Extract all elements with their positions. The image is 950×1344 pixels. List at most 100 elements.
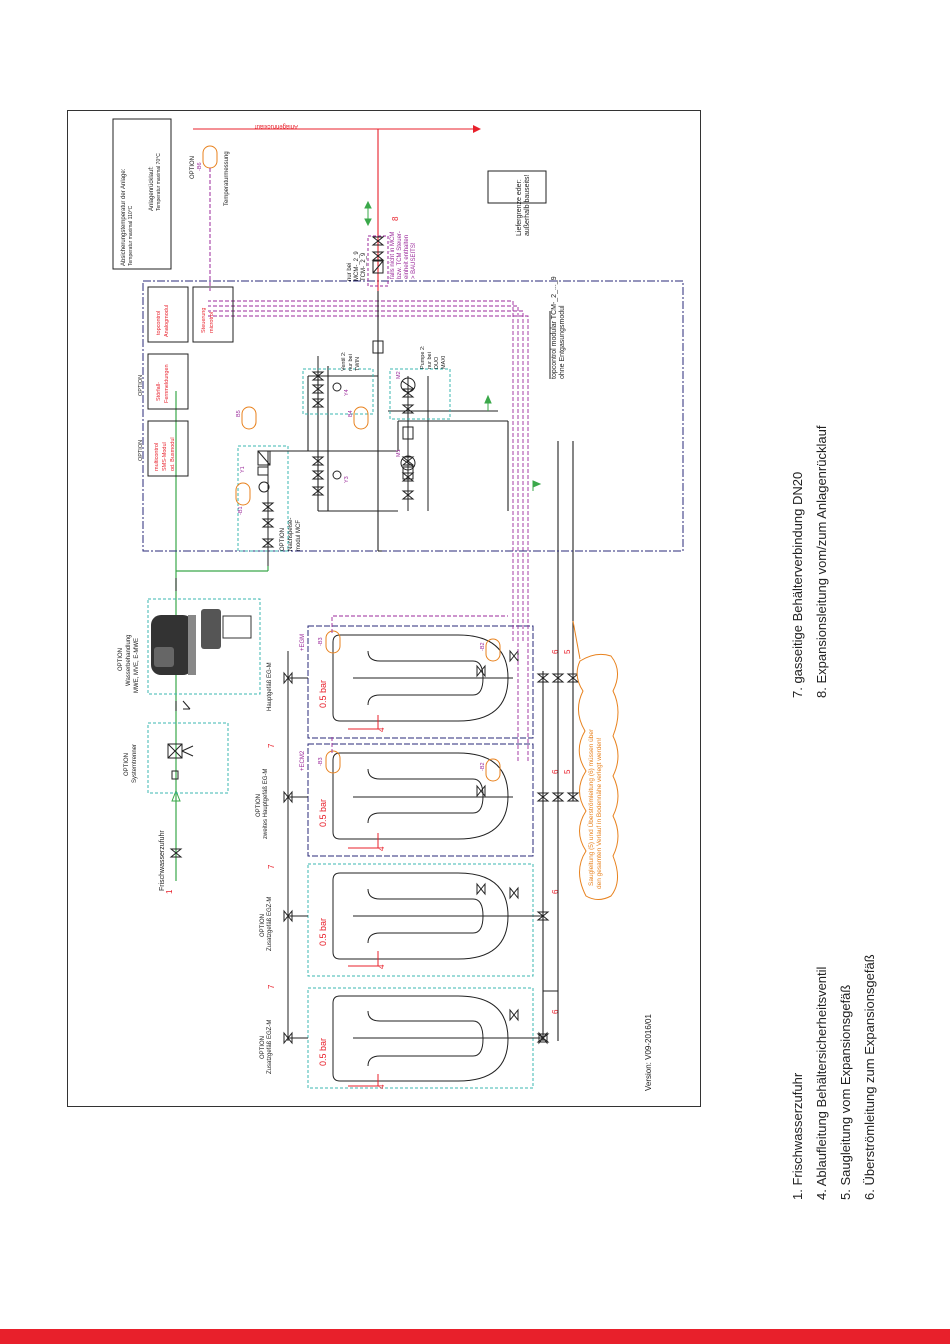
pump2-label: Pumpe 2: nur bei DUO MAXI [420, 345, 447, 369]
legend-item-5: 5. Saugleitung vom Expansionsgefäß [838, 985, 853, 1200]
svg-text:-B2: -B2 [480, 642, 486, 651]
valve2-label: Ventil 2: nur bei TWIN [341, 351, 361, 371]
svg-text:topcontrol: topcontrol [156, 311, 162, 335]
pressure-label-1: 0.5 bar [318, 1038, 328, 1066]
svg-text:MCM-_2_9: MCM-_2_9 [354, 251, 360, 281]
safety-temp-text: Absicherungstemperatur der Anlage: Tempe… [121, 153, 162, 266]
line-number-7a: 7 [267, 984, 276, 989]
pump2-box [389, 368, 451, 420]
line-number-6a: 6 [551, 1009, 560, 1014]
water-treatment-option: OPTION [118, 648, 124, 671]
vessel-2-name: Zusatzgefäß EGZ-M [267, 897, 273, 951]
svg-text:bzw. TCM Steuer-: bzw. TCM Steuer- [397, 231, 403, 279]
svg-text:Temperatur maximal 70°C: Temperatur maximal 70°C [156, 153, 162, 211]
svg-text:Störfall-: Störfall- [156, 382, 162, 401]
sensor-cables [208, 300, 529, 761]
svg-text:Ventil 2:: Ventil 2: [341, 351, 347, 371]
svg-text:OPTION: OPTION [190, 156, 196, 179]
legend-item-6: 6. Überströmleitung zum Expansionsgefäß [862, 954, 877, 1200]
svg-text:Analogmodul: Analogmodul [164, 305, 170, 337]
legend-item-8: 8. Expansionsleitung vom/zum Anlagenrück… [814, 425, 829, 698]
svg-text:TWIN: TWIN [355, 357, 361, 371]
vessel-3-option: OPTION [256, 794, 262, 817]
bottom-brand-bar [0, 1329, 950, 1344]
system-separator-option: OPTION [124, 753, 130, 776]
svg-text:> BAUSEITS!: > BAUSEITS! [411, 242, 417, 279]
control-microtrol: Steuerung microtrol [192, 286, 234, 343]
pump-m2-label: M2 [396, 371, 402, 379]
vessel-egz-2 [288, 863, 543, 977]
return-line [193, 128, 473, 291]
topcontrol-module-label: topcontrol modular TCM-_2_..._9 ohne Ent… [551, 276, 566, 379]
mcm-note-bauseits: falls nicht in MCM bzw. TCM Steuer- einh… [390, 231, 417, 279]
legend-item-4: 4. Ablaufleitung Behältersicherheitsvent… [814, 966, 829, 1200]
svg-text:Temperaturmessung: Temperaturmessung [224, 151, 230, 206]
svg-text:Pumpe 2:: Pumpe 2: [420, 345, 426, 369]
sensor-b4: B4 [348, 406, 369, 430]
line-number-5a: 5 [563, 769, 572, 774]
svg-text:den gesamten Verlauf in Bodenn: den gesamten Verlauf in Bodennähe verleg… [596, 737, 603, 889]
svg-text:od. Busmodul: od. Busmodul [170, 437, 176, 471]
hydraulic-schematic: Frischwasserzufuhr 1 OPTION Systemtrenne… [112, 118, 684, 1091]
line-number-6b: 6 [551, 889, 560, 894]
svg-text:SMS-Modul: SMS-Modul [162, 442, 168, 471]
sensor-b1: -B1 [235, 482, 251, 515]
vessel-2-option: OPTION [260, 914, 266, 937]
topcontrol-module-box [142, 280, 684, 552]
svg-text:-B2: -B2 [480, 762, 486, 771]
sensor-b2-vessel3: -B2 [480, 758, 501, 782]
green-flow-arrow [171, 789, 181, 802]
svg-text:-B3: -B3 [318, 757, 324, 766]
module-pipes [307, 291, 509, 552]
line-number-7b: 7 [267, 864, 276, 869]
line-number-6d: 6 [551, 649, 560, 654]
pressure-label-3: 0.5 bar [318, 799, 328, 827]
svg-text:falls nicht in MCM: falls nicht in MCM [390, 232, 396, 279]
line-number-8: 8 [391, 216, 400, 221]
water-treatment-line2: MWE, MVE, E-MWE [134, 638, 140, 693]
svg-text:multicontrol: multicontrol [154, 443, 160, 471]
delivery-limit-line1: Liefergrenze eder: [516, 179, 523, 236]
line-number-1: 1 [165, 889, 174, 894]
svg-text:Absicherungstemperatur der Anl: Absicherungstemperatur der Anlage: [121, 168, 127, 266]
refill-module-line1: Nachspeise- [288, 518, 294, 551]
suction-overflow-lines [542, 441, 574, 1041]
svg-text:MAXI: MAXI [441, 355, 447, 369]
vessel-3-name: zweites Hauptgefäß EG-M [263, 769, 269, 839]
line-number-5b: 5 [563, 649, 572, 654]
refill-module-box [237, 445, 289, 552]
system-separator-name: Systemtrenner [132, 744, 138, 783]
sensor-b2-vessel4: -B2 [480, 638, 501, 662]
pump-m1-label: M1 [396, 449, 402, 457]
egm-tag: +EGM [300, 634, 306, 651]
line-number-4c: 4 [377, 846, 386, 851]
svg-text:B5: B5 [236, 410, 242, 417]
refill-module-option: OPTION [280, 528, 286, 551]
refill-module-line2: modul MCF [296, 520, 302, 551]
svg-text:nur bei: nur bei [348, 354, 354, 371]
sensor-b3-vessel4: -B3 [318, 630, 341, 654]
sensor-b3-vessel3: -B3 [318, 750, 341, 774]
water-treatment-line1: Wasserbehandlung [126, 635, 132, 686]
safety-temp-box [112, 118, 172, 270]
return-arrow [473, 125, 481, 133]
svg-text:microtrol: microtrol [209, 312, 215, 333]
svg-text:ohne Entgasungsmodul: ohne Entgasungsmodul [559, 305, 566, 379]
svg-text:TCM-_2_9: TCM-_2_9 [361, 252, 367, 281]
green-updown-arrow [364, 200, 372, 227]
svg-text:einheit enthalten: einheit enthalten [404, 235, 410, 279]
return-label: Anlagenrücklauf [255, 123, 298, 129]
egm2-tag: +ECM2 [300, 750, 306, 771]
svg-text:Anlagenrücklauf:: Anlagenrücklauf: [149, 166, 155, 211]
svg-text:-B1: -B1 [238, 506, 244, 515]
legend-item-7: 7. gasseitige Behälterverbindung DN20 [790, 472, 805, 698]
note-cloud: Saugleitung (5) und Überströmleitung (6)… [576, 653, 619, 900]
valve-y1-label: Y1 [240, 466, 246, 473]
svg-text:Temperatur maximal 110°C: Temperatur maximal 110°C [128, 205, 134, 266]
vessel-1-name: Zusatzgefäß EGZ-M [267, 1020, 273, 1074]
legend: 1. Frischwasserzufuhr 4. Ablaufleitung B… [770, 180, 940, 1210]
vessel-1-option: OPTION [260, 1036, 266, 1059]
line-number-4a: 4 [377, 1084, 386, 1089]
svg-text:OPTION: OPTION [138, 440, 144, 461]
option-module-multicontrol: OPTION multicontrol SMS-Modul od. Busmod… [138, 420, 189, 477]
